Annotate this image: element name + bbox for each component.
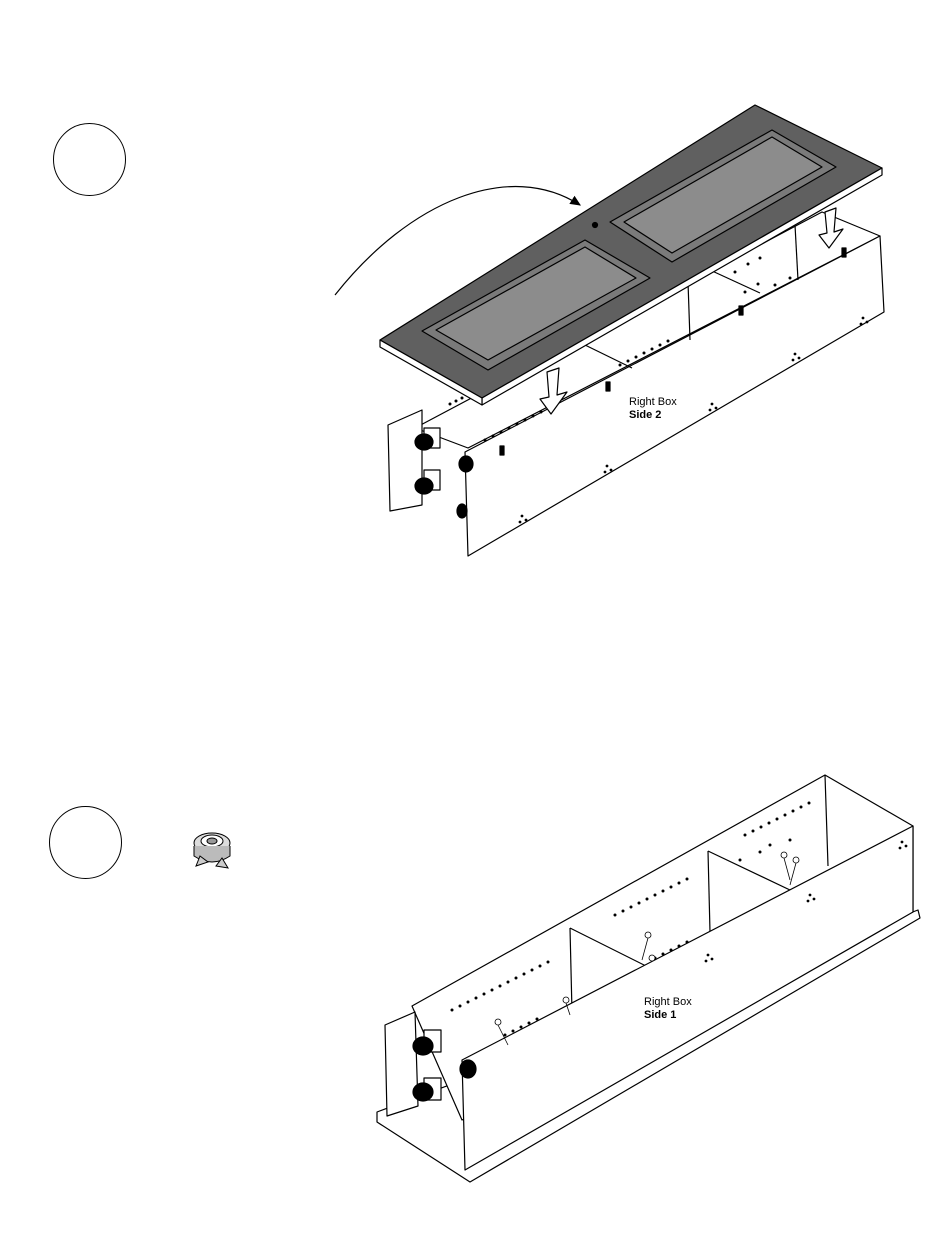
step-2-illustration bbox=[377, 775, 920, 1182]
step-2-panel-label: Right Box Side 1 bbox=[644, 996, 692, 1022]
panel-name: Right Box bbox=[644, 996, 692, 1009]
panel-side: Side 2 bbox=[629, 409, 661, 421]
step-1-panel-label: Right Box Side 2 bbox=[629, 396, 677, 422]
left-end-panel bbox=[388, 410, 422, 511]
step-1-illustration bbox=[335, 105, 884, 556]
panel-side: Side 1 bbox=[644, 1009, 676, 1021]
cam-lock-icon bbox=[194, 833, 230, 868]
panel-name: Right Box bbox=[629, 396, 677, 409]
left-end-panel bbox=[385, 1012, 418, 1116]
